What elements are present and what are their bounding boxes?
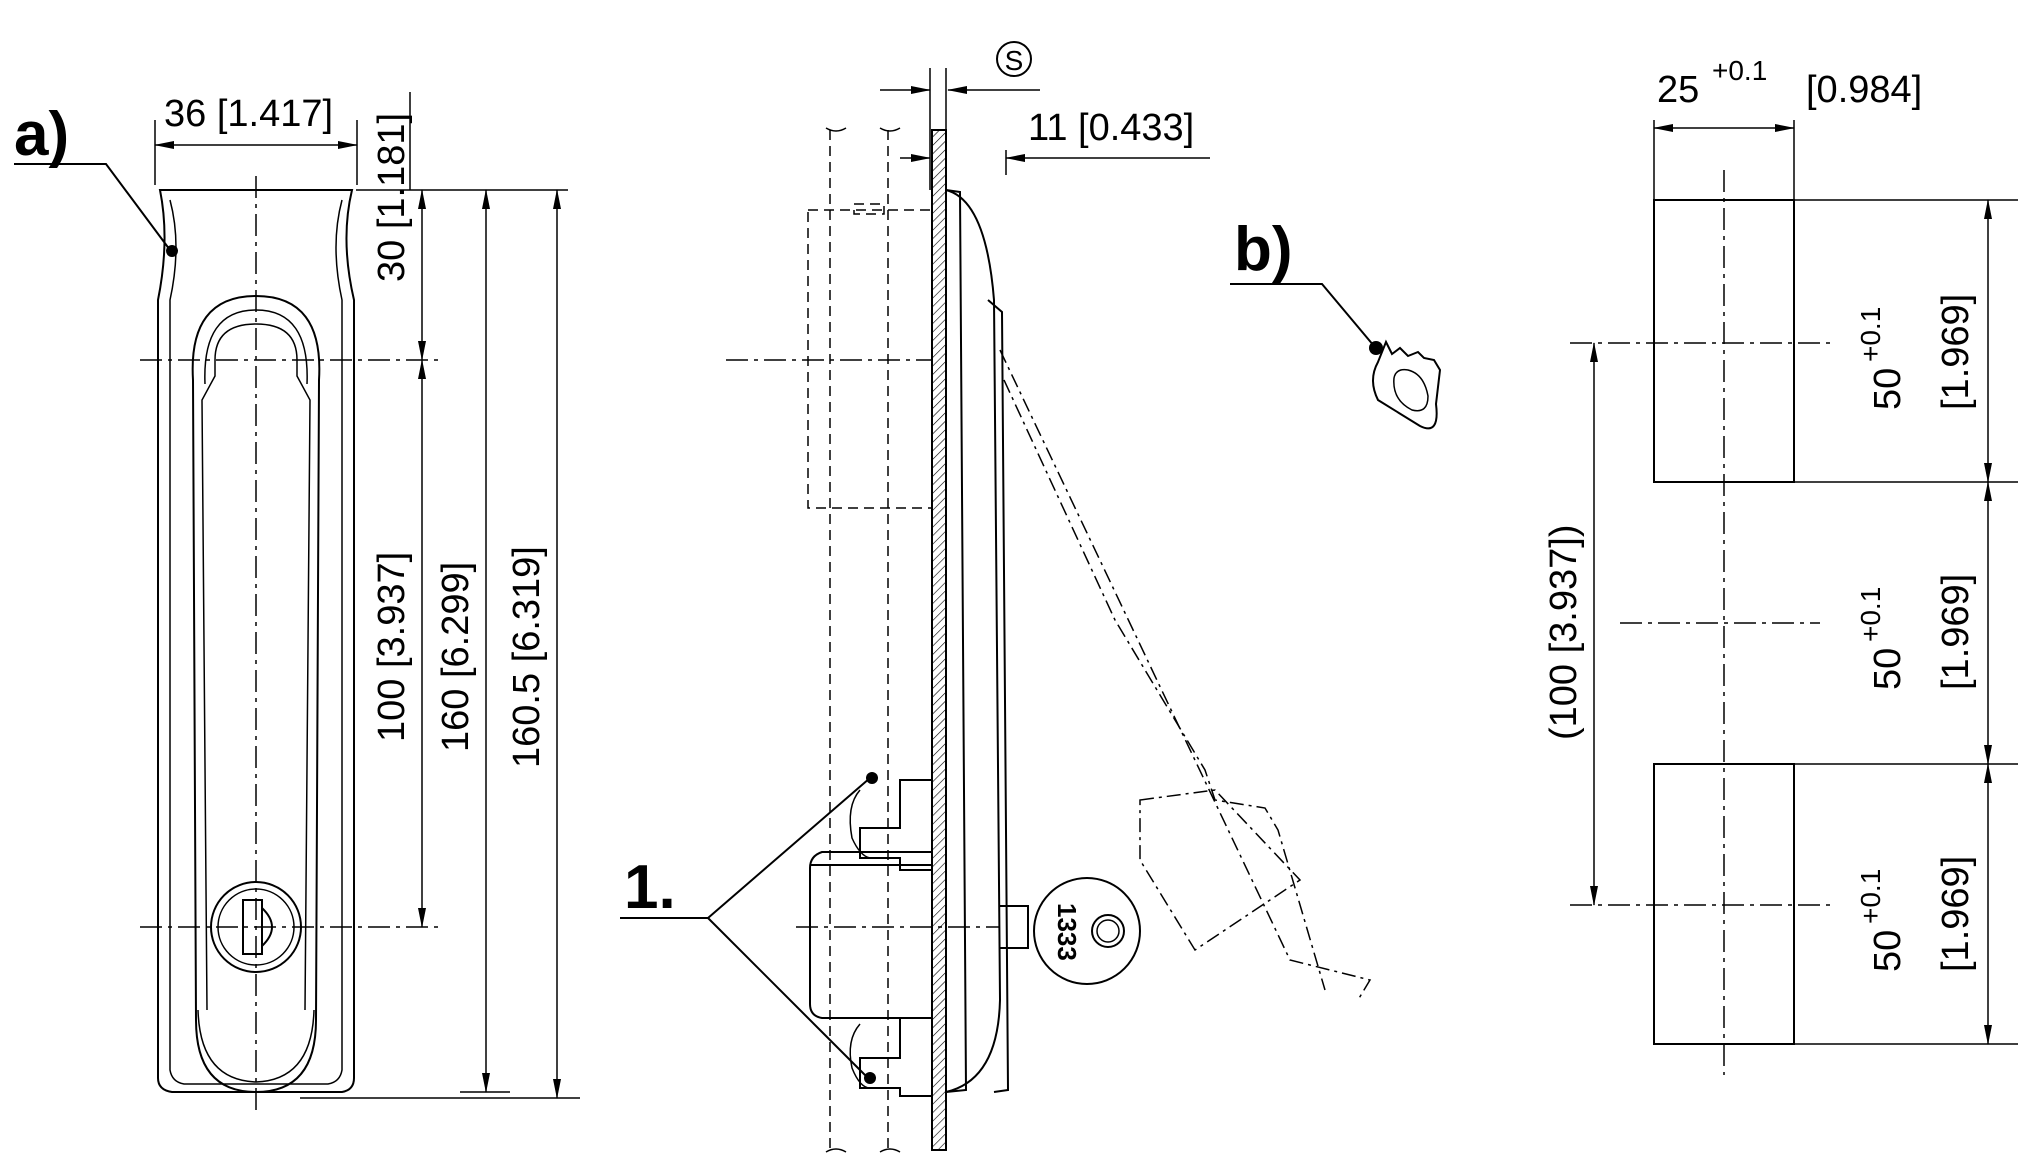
spring-clip — [1372, 339, 1442, 430]
side-view: S 11 [0.433] — [620, 41, 1372, 1153]
key-number: 1333 — [1052, 903, 1082, 961]
detail-b: b) — [1230, 215, 1442, 430]
handle-body — [157, 189, 355, 1093]
seg1-inch: [1.969] — [1935, 294, 1977, 410]
seg2-base: 50 — [1867, 648, 1909, 690]
seg2-tol: +0.1 — [1855, 587, 1886, 642]
dim-11: 11 [0.433] — [1028, 107, 1194, 149]
callout-b: b) — [1234, 215, 1293, 284]
dim-160: 160 [6.299] — [435, 562, 477, 752]
key — [1033, 877, 1141, 985]
seg3-base: 50 — [1867, 930, 1909, 972]
handle-lever — [191, 294, 321, 1094]
cutout-width-tol: +0.1 — [1712, 55, 1767, 86]
handle-profile — [945, 189, 1002, 1093]
seg1-base: 50 — [1867, 368, 1909, 410]
seg2-inch: [1.969] — [1935, 574, 1977, 690]
cutout-width-inch: [0.984] — [1806, 69, 1922, 111]
callout-a: a) — [14, 100, 69, 169]
dim-100: 100 [3.937] — [371, 552, 413, 742]
seg1-tol: +0.1 — [1855, 307, 1886, 362]
s-symbol — [996, 41, 1032, 77]
dim-width-36: 36 [1.417] — [164, 93, 333, 135]
seg3-tol: +0.1 — [1855, 869, 1886, 924]
panel-cutout: 25 +0.1 [0.984] (100 [3.937]) 50 +0.1 [1… — [1543, 55, 2018, 1075]
dim-30: 30 [1.181] — [371, 113, 413, 282]
dim-160-5: 160.5 [6.319] — [506, 546, 548, 768]
cutout-pitch: (100 [3.937]) — [1543, 525, 1585, 740]
door-panel — [931, 129, 947, 1151]
cutout-width-base: 25 — [1657, 69, 1699, 111]
front-view: a) 36 [1.417] 30 [1.181] — [14, 92, 580, 1110]
callout-1: 1. — [624, 853, 676, 922]
svg-text:S: S — [1005, 45, 1024, 76]
seg3-inch: [1.969] — [1935, 856, 1977, 972]
lock-housing — [809, 851, 932, 1019]
